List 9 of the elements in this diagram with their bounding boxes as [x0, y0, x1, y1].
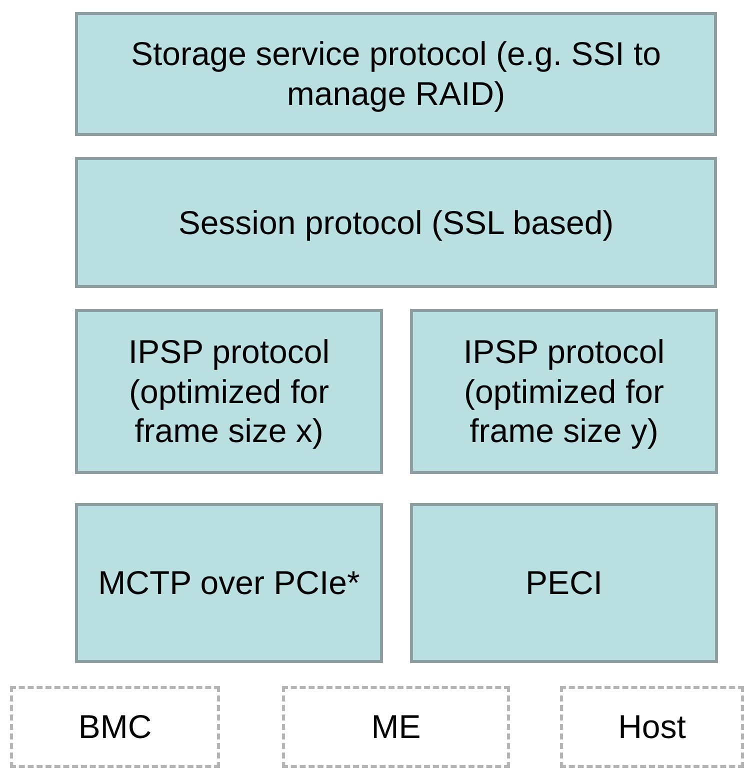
component-box: BMC [10, 686, 220, 768]
component-box: ME [282, 686, 510, 768]
protocol-layer-box: IPSP protocol (optimized for frame size x) [75, 309, 383, 474]
protocol-layer-box: MCTP over PCIe* [75, 503, 383, 663]
protocol-layer-box: Storage service protocol (e.g. SSI to manage RAID) [75, 12, 717, 136]
protocol-layer-box: Session protocol (SSL based) [75, 157, 717, 288]
protocol-layer-box: PECI [410, 503, 718, 663]
component-box: Host [560, 686, 744, 768]
protocol-layer-box: IPSP protocol (optimized for frame size y) [410, 309, 718, 474]
